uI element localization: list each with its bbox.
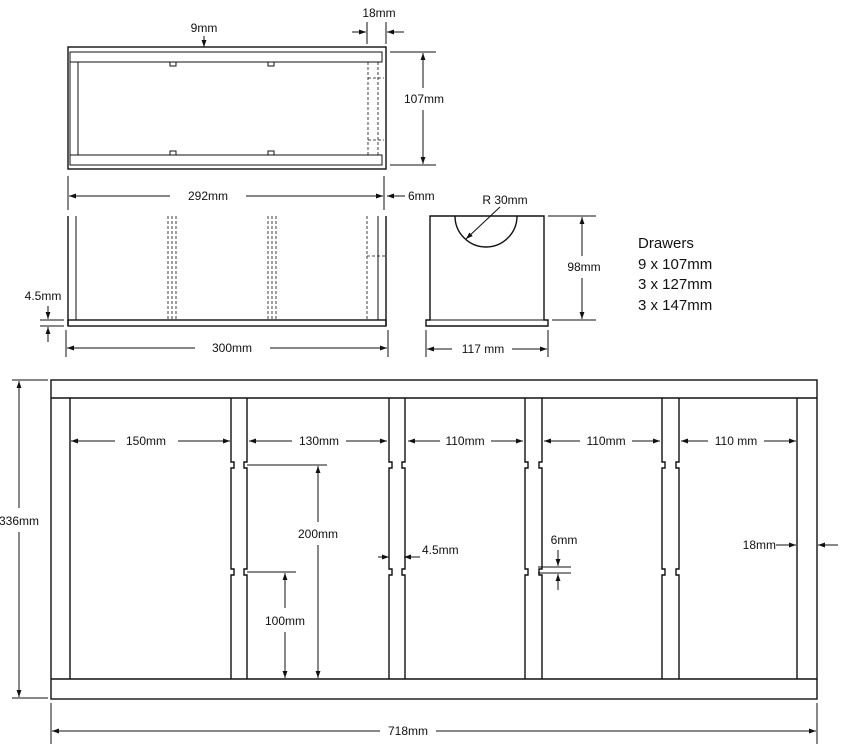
dim-arrow (465, 206, 501, 240)
front-view: 292mm 6mm 4.5mm 300mm (25, 176, 435, 357)
dim-notch-depth: 4.5mm (422, 543, 459, 557)
dim-cabinet-height: 336mm (0, 514, 39, 528)
partition-edge (243, 398, 248, 679)
partition-edge (675, 398, 680, 679)
dim-bay-5: 110 mm (715, 434, 757, 448)
dim-cabinet-width: 718mm (388, 724, 428, 738)
dim-depth: 107mm (404, 92, 444, 106)
drawers-list: Drawers 9 x 107mm 3 x 127mm 3 x 147mm (638, 234, 712, 316)
dim-width: 117 mm (462, 342, 504, 356)
top-view-front-rail (69, 154, 383, 166)
dim-bay-2: 130mm (299, 434, 339, 448)
cabinet-outline (50, 379, 818, 700)
dim-divider-slot: 9mm (191, 21, 218, 35)
drawer-item: 3 x 147mm (638, 296, 713, 314)
dim-bay-3: 110mm (445, 434, 484, 448)
top-view-outline (67, 46, 387, 170)
partition-edge (230, 398, 235, 679)
partition-edge (524, 398, 529, 679)
dim-slot-200: 200mm (298, 527, 338, 541)
partition-edge (661, 398, 666, 679)
front-base (67, 319, 387, 327)
dim-outer-width: 300mm (212, 341, 252, 355)
drawers-title: Drawers (638, 235, 694, 252)
dim-label-background (0, 511, 42, 527)
partition-edge (401, 398, 406, 679)
dim-slot-100: 100mm (265, 614, 305, 628)
cabinet-view: 150mm 130mm 110mm 110mm 110 mm 200mm 100… (0, 379, 838, 744)
dim-side-thickness: 18mm (362, 6, 395, 20)
top-view: 9mm 18mm 107mm (67, 6, 444, 170)
dim-outer-thickness: 18mm (743, 538, 776, 552)
dim-side-gap: 6mm (408, 189, 435, 203)
partition-edge (388, 398, 393, 679)
dim-notch-width: 6mm (551, 533, 578, 547)
dim-height: 98mm (567, 260, 600, 274)
partition-edge (538, 398, 543, 679)
top-view-front-slots (169, 150, 275, 155)
top-view-back-rail (69, 51, 383, 63)
drawer-item: 3 x 127mm (638, 276, 713, 293)
top-view-back-slots (169, 62, 275, 67)
dim-radius: R 30mm (482, 193, 527, 207)
side-view: R 30mm 98mm 117 mm (425, 193, 601, 357)
drawer-item: 9 x 107mm (638, 255, 713, 273)
dim-bay-1: 150mm (126, 434, 166, 448)
dim-base-thickness: 4.5mm (25, 289, 62, 303)
dim-inner-width: 292mm (188, 189, 228, 203)
side-view-outline (425, 215, 549, 327)
dim-bay-4: 110mm (586, 434, 625, 448)
cabinet-partitions (230, 398, 680, 679)
side-view-cutout (454, 215, 518, 248)
